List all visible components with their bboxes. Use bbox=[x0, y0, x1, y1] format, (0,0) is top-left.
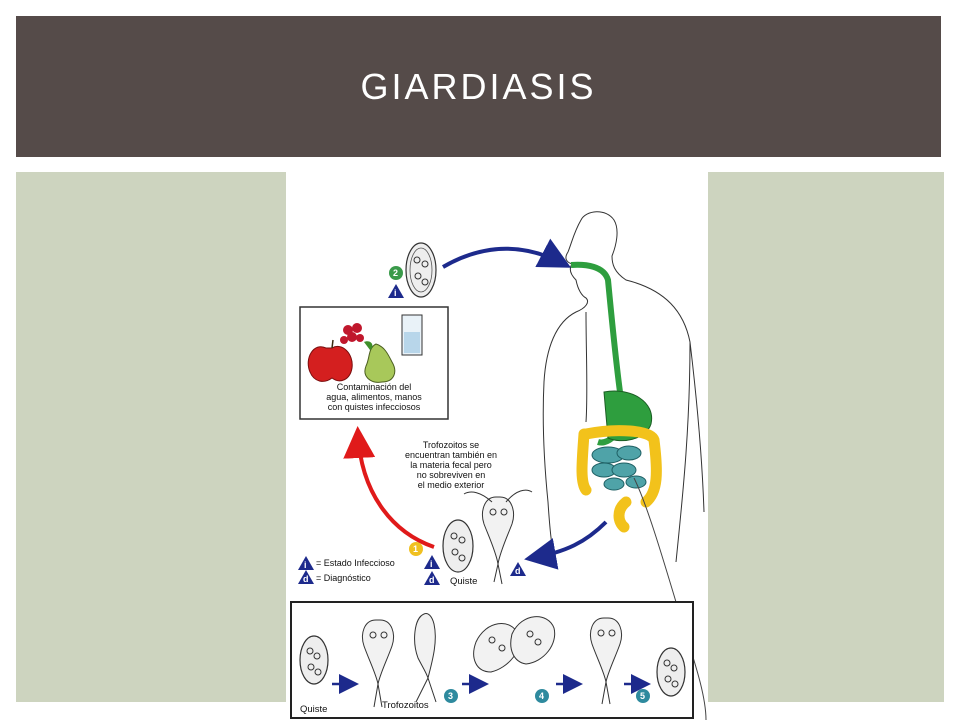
svg-text:d: d bbox=[303, 574, 309, 584]
svg-text:4: 4 bbox=[539, 691, 544, 701]
quiste-label: Quiste bbox=[450, 576, 477, 587]
svg-text:= Diagnóstico: = Diagnóstico bbox=[316, 573, 371, 583]
trophozoite-middle bbox=[463, 489, 533, 585]
svg-text:= Estado Infeccioso: = Estado Infeccioso bbox=[316, 558, 395, 568]
svg-text:2: 2 bbox=[393, 268, 398, 278]
life-cycle-diagram: 2 i bbox=[290, 211, 707, 720]
infectious-marker-middle: i bbox=[424, 555, 440, 569]
water-glass-icon bbox=[401, 314, 423, 356]
trophozoite-bottom-c bbox=[590, 617, 622, 705]
cyst-bottom-1 bbox=[299, 635, 329, 685]
cyst-top bbox=[405, 242, 437, 298]
title-bar: GIARDIASIS bbox=[16, 16, 941, 157]
svg-text:i: i bbox=[304, 560, 307, 570]
left-side-panel bbox=[16, 172, 286, 702]
trophozoite-bottom-b bbox=[414, 613, 437, 703]
svg-text:no sobreviven en: no sobreviven en bbox=[417, 470, 486, 480]
contamination-arrow bbox=[343, 426, 435, 549]
svg-text:5: 5 bbox=[640, 691, 645, 701]
svg-text:i: i bbox=[430, 559, 433, 569]
digestive-tract bbox=[570, 261, 707, 720]
contamination-box: Contaminación del agua, alimentos, manos… bbox=[299, 306, 449, 420]
arrow-from-intestine bbox=[524, 520, 608, 570]
svg-text:agua, alimentos, manos: agua, alimentos, manos bbox=[326, 392, 422, 402]
svg-text:d: d bbox=[515, 566, 521, 576]
svg-text:la materia fecal pero: la materia fecal pero bbox=[410, 460, 492, 470]
step-4-badge: 4 bbox=[535, 689, 549, 703]
trophozoite-note: Trofozoitos se encuentran también en la … bbox=[405, 440, 497, 490]
svg-text:3: 3 bbox=[448, 691, 453, 701]
infectious-marker-top: i bbox=[388, 284, 404, 298]
slide-title: GIARDIASIS bbox=[360, 65, 597, 107]
cyst-middle bbox=[442, 519, 474, 573]
svg-text:con quistes infecciosos: con quistes infecciosos bbox=[328, 402, 421, 412]
trophozoite-dividing bbox=[473, 616, 556, 673]
svg-text:Trofozoitos se: Trofozoitos se bbox=[423, 440, 479, 450]
human-silhouette bbox=[542, 211, 705, 563]
trofozoitos-label: Trofozoitos bbox=[382, 700, 429, 711]
diagnostic-marker-trophozoite: d bbox=[510, 562, 526, 576]
pear-icon bbox=[364, 341, 396, 383]
life-cycle-figure: 2 i bbox=[286, 172, 708, 720]
right-side-panel bbox=[708, 172, 944, 702]
legend: i = Estado Infeccioso d = Diagnóstico bbox=[298, 556, 395, 584]
svg-text:i: i bbox=[394, 288, 397, 298]
step-5-badge: 5 bbox=[636, 689, 650, 703]
step-2-badge: 2 bbox=[389, 266, 403, 280]
replication-sequence-box: 3 4 5 bbox=[290, 601, 694, 719]
arrow-to-mouth bbox=[441, 238, 572, 269]
svg-text:Contaminación del: Contaminación del bbox=[337, 382, 412, 392]
svg-text:encuentran también en: encuentran también en bbox=[405, 450, 497, 460]
raspberry-icon bbox=[340, 323, 364, 344]
apple-icon bbox=[307, 339, 353, 382]
svg-text:el medio exterior: el medio exterior bbox=[418, 480, 485, 490]
svg-text:d: d bbox=[429, 575, 435, 585]
trophozoite-bottom-a bbox=[362, 619, 394, 708]
step-3-badge: 3 bbox=[444, 689, 458, 703]
diagnostic-marker-middle: d bbox=[424, 571, 440, 585]
step-1-badge: 1 bbox=[409, 542, 423, 556]
quiste-bottom-label: Quiste bbox=[300, 704, 327, 715]
cyst-bottom-2 bbox=[656, 647, 686, 697]
svg-text:1: 1 bbox=[413, 544, 418, 554]
